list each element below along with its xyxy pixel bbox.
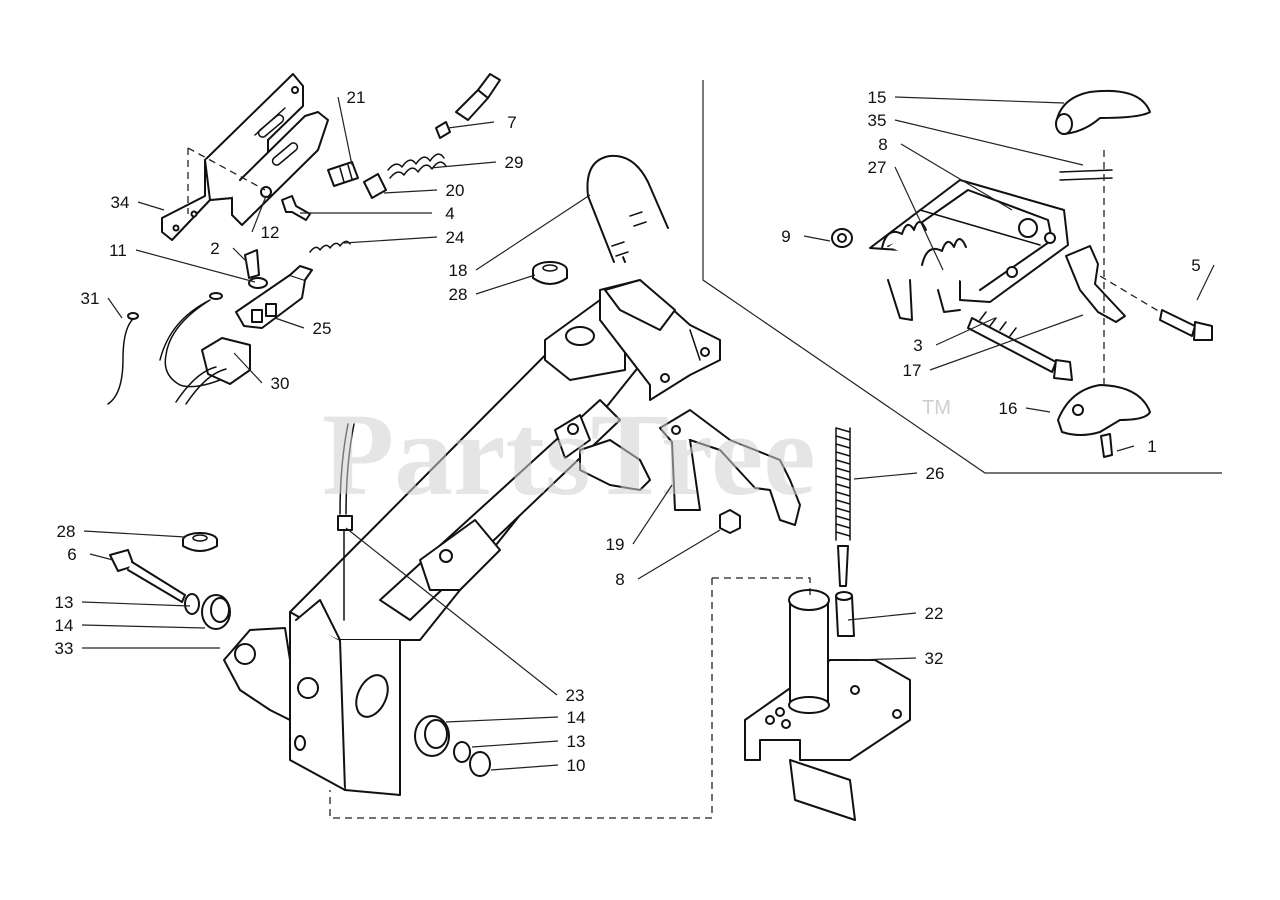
part-callout-11: 11 xyxy=(109,241,127,260)
callout-leader xyxy=(107,297,123,319)
part-callout-21: 21 xyxy=(347,88,366,107)
part-callout-5: 5 xyxy=(1191,256,1200,275)
callout-leader xyxy=(232,247,248,263)
callout-leader xyxy=(935,317,996,346)
callout-leader xyxy=(345,527,558,696)
part-callout-22: 22 xyxy=(925,604,944,623)
callout-leader xyxy=(274,317,305,329)
part-callout-9: 9 xyxy=(781,227,790,246)
part-callout-26: 26 xyxy=(926,464,945,483)
callout-leader xyxy=(1116,445,1135,452)
part-callout-29: 29 xyxy=(505,153,524,172)
pivot-plate xyxy=(109,532,319,721)
callout-leader xyxy=(343,236,438,244)
part-callout-3: 3 xyxy=(913,336,922,355)
cable xyxy=(337,423,355,621)
u-bolt xyxy=(532,154,669,285)
callout-leader xyxy=(233,352,263,384)
part-callout-12: 12 xyxy=(261,223,280,242)
part-callout-7: 7 xyxy=(507,113,516,132)
callout-leader xyxy=(857,657,917,661)
part-callout-25: 25 xyxy=(313,319,332,338)
part-callout-13: 13 xyxy=(567,732,586,751)
divider-line xyxy=(702,80,1222,474)
part-callout-18: 18 xyxy=(449,261,468,280)
part-callout-6: 6 xyxy=(67,545,76,564)
callout-leader xyxy=(894,119,1084,166)
part-callout-32: 32 xyxy=(925,649,944,668)
callout-leader xyxy=(637,529,721,580)
part-callout-19: 19 xyxy=(606,535,625,554)
callout-leader xyxy=(475,194,591,271)
support-bracket xyxy=(659,409,801,534)
callout-leader xyxy=(1025,407,1051,413)
safety-switch xyxy=(107,249,313,405)
callout-leader xyxy=(447,121,495,129)
part-callout-1: 1 xyxy=(1147,437,1156,456)
trademark-symbol: TM xyxy=(922,397,951,419)
spring-and-pin xyxy=(835,427,855,637)
callout-leader xyxy=(445,716,559,723)
dashed-reference-line xyxy=(329,577,811,819)
callout-leader xyxy=(1196,264,1215,301)
part-callout-4: 4 xyxy=(445,204,454,223)
part-callout-2: 2 xyxy=(210,239,219,258)
callout-leader xyxy=(632,484,673,545)
part-callout-23: 23 xyxy=(566,686,585,705)
callout-leader xyxy=(137,201,165,211)
part-callout-24: 24 xyxy=(446,228,465,247)
callout-leader xyxy=(83,530,186,538)
part-callout-13: 13 xyxy=(55,593,74,612)
watermark-text: PartsTree xyxy=(322,389,816,520)
part-callout-30: 30 xyxy=(271,374,290,393)
mounting-bracket xyxy=(161,73,329,241)
part-callout-33: 33 xyxy=(55,639,74,658)
callout-leader xyxy=(429,161,497,169)
callout-leader xyxy=(89,553,114,561)
callout-leader xyxy=(337,96,353,166)
part-callout-17: 17 xyxy=(903,361,922,380)
main-lift-arm xyxy=(289,279,721,796)
bushing-set xyxy=(414,715,491,777)
part-callout-28: 28 xyxy=(57,522,76,541)
part-callout-16: 16 xyxy=(999,399,1018,418)
callout-leader xyxy=(490,764,559,771)
part-callout-14: 14 xyxy=(55,616,74,635)
callout-leader xyxy=(81,601,191,607)
callout-leader xyxy=(847,612,917,621)
callout-leader xyxy=(900,143,1013,211)
callout-leader xyxy=(894,166,944,271)
part-callout-31: 31 xyxy=(81,289,100,308)
pin-and-spring xyxy=(281,73,501,253)
part-callout-20: 20 xyxy=(446,181,465,200)
callout-leader xyxy=(929,314,1084,371)
part-callout-35: 35 xyxy=(868,111,887,130)
callout-leader xyxy=(803,235,831,242)
part-callout-10: 10 xyxy=(567,756,586,775)
part-callout-8: 8 xyxy=(615,570,624,589)
part-callout-28: 28 xyxy=(449,285,468,304)
part-callout-14: 14 xyxy=(567,708,586,727)
callout-leader xyxy=(475,274,536,295)
callout-leader xyxy=(81,624,206,629)
lower-bracket-assembly xyxy=(744,589,911,821)
part-callout-8: 8 xyxy=(878,135,887,154)
part-callout-15: 15 xyxy=(868,88,887,107)
callout-leader xyxy=(471,740,559,748)
callout-leader xyxy=(853,472,918,480)
part-callout-27: 27 xyxy=(868,158,887,177)
callout-leader xyxy=(251,195,267,233)
callout-leader xyxy=(894,96,1065,104)
callout-leader xyxy=(383,189,438,194)
part-callout-34: 34 xyxy=(111,193,130,212)
callout-leader xyxy=(135,249,256,283)
handle-assembly xyxy=(831,89,1213,458)
